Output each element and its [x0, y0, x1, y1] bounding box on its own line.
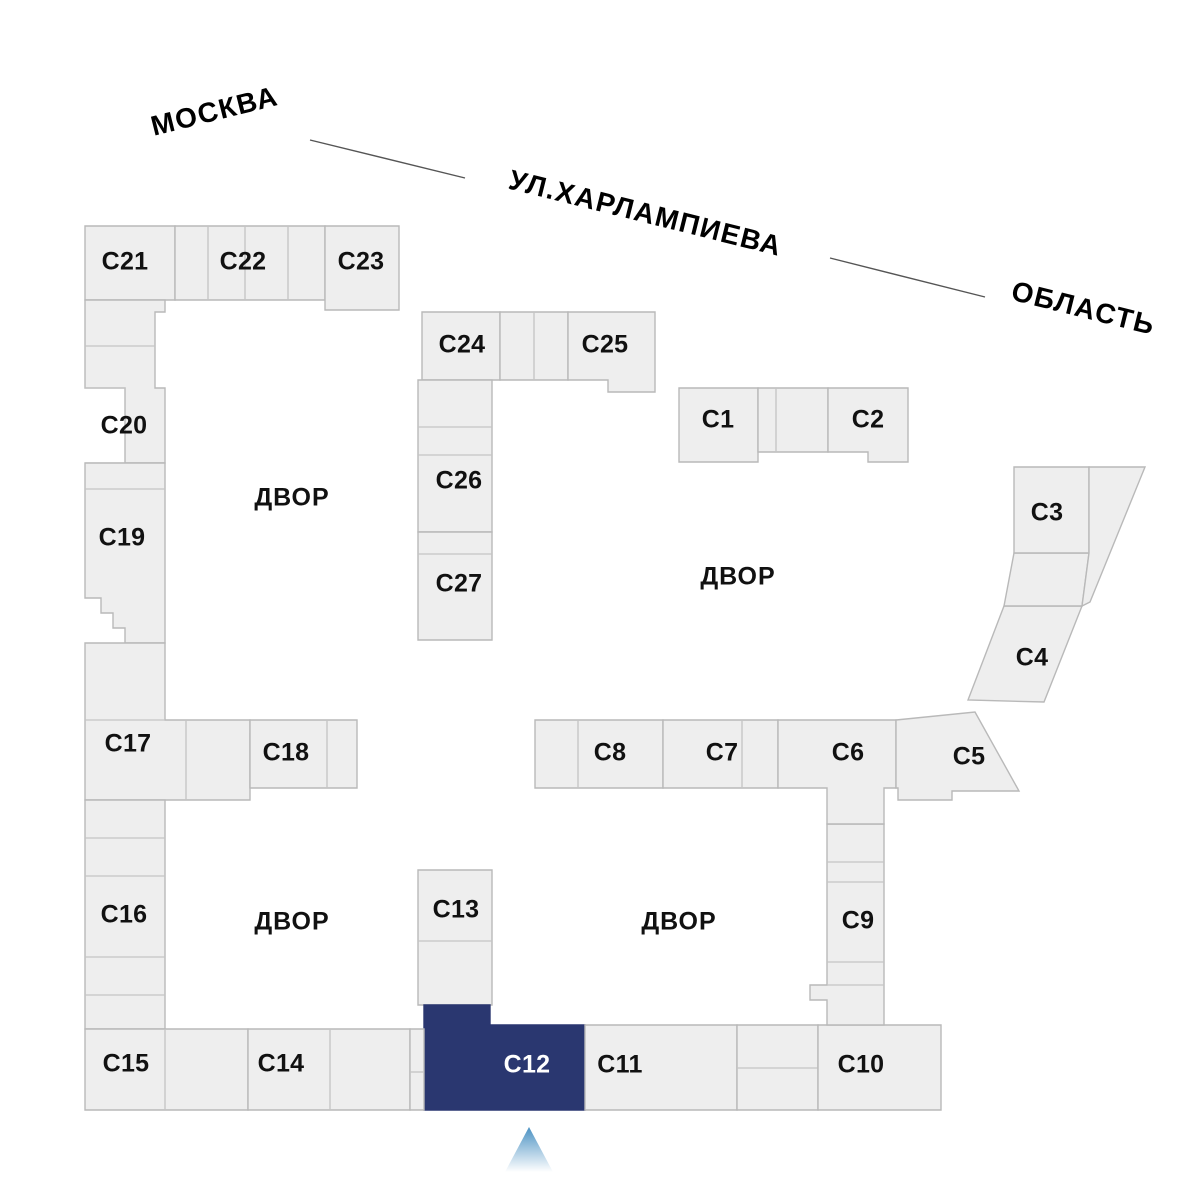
building-block-c2[interactable]: C2: [827, 387, 909, 463]
block-outline-c25[interactable]: [567, 311, 656, 393]
north-arrow-icon: [505, 1127, 553, 1172]
block-label-c13: C13: [433, 896, 480, 924]
block-label-c10: C10: [838, 1051, 885, 1079]
building-block-c12[interactable]: C12: [423, 1004, 586, 1111]
yard-labels-group: ДВОР ДВОР ДВОР ДВОР: [254, 484, 775, 936]
block-outline-c1-c2-mid[interactable]: [757, 387, 829, 453]
block-label-c27: C27: [436, 570, 483, 598]
block-outline-c2[interactable]: [827, 387, 909, 463]
block-label-c16: C16: [101, 901, 148, 929]
block-label-c22: C22: [220, 248, 267, 276]
yard-label-yard-northwest: ДВОР: [254, 484, 329, 512]
north-marker-group: [505, 1127, 553, 1172]
building-block-c8[interactable]: C8: [534, 719, 664, 789]
building-block-c9[interactable]: C9: [809, 823, 885, 1026]
building-block-c11[interactable]: C11: [584, 1024, 738, 1111]
building-block-c24[interactable]: C24: [421, 311, 501, 381]
block-label-c1: C1: [702, 406, 735, 434]
block-label-c11: C11: [597, 1051, 642, 1079]
block-outline-c3-east-wedge[interactable]: [1081, 466, 1147, 608]
block-label-c9: C9: [842, 907, 875, 935]
block-label-c2: C2: [852, 406, 885, 434]
block-label-c3: C3: [1031, 499, 1064, 527]
block-label-c5: C5: [953, 743, 986, 771]
building-block-c7[interactable]: C7: [662, 719, 779, 789]
block-outline-c13[interactable]: [417, 869, 493, 1006]
building-block-c15[interactable]: C15: [84, 1028, 249, 1111]
block-label-c26: C26: [436, 467, 483, 495]
building-block-c14[interactable]: C14: [247, 1028, 411, 1111]
building-block-c1[interactable]: C1: [678, 387, 759, 463]
building-block-c4-upper[interactable]: [1003, 552, 1090, 607]
block-label-c4: C4: [1016, 644, 1049, 672]
building-block-c27[interactable]: C27: [417, 531, 493, 641]
building-block-c3-east-wedge[interactable]: [1081, 466, 1147, 608]
street-label-moscow: МОСКВА: [148, 80, 282, 141]
block-label-c7: C7: [706, 739, 739, 767]
block-outline-c12-west-neighbor[interactable]: [409, 1028, 425, 1111]
leader-region: [829, 257, 986, 298]
block-label-c8: C8: [594, 739, 627, 767]
block-outline-c5[interactable]: [895, 711, 1021, 801]
block-label-c6: C6: [832, 739, 865, 767]
block-label-c17: C17: [105, 730, 152, 758]
block-outline-c9[interactable]: [809, 823, 885, 1026]
building-block-c26[interactable]: C26: [417, 379, 493, 533]
building-block-c25[interactable]: C25: [567, 311, 656, 393]
block-outline-c10[interactable]: [817, 1024, 942, 1111]
block-outline-c6[interactable]: [777, 719, 897, 825]
building-block-c20[interactable]: C20: [84, 299, 166, 464]
yard-label-yard-east: ДВОР: [700, 563, 775, 591]
building-block-c23[interactable]: C23: [324, 225, 400, 311]
street-label-street-name: УЛ.ХАРЛАМПИЕВА: [506, 164, 786, 262]
building-block-c21[interactable]: C21: [84, 225, 176, 301]
yard-label-yard-southwest: ДВОР: [254, 908, 329, 936]
yard-label-yard-southeast: ДВОР: [641, 908, 716, 936]
block-outline-c17[interactable]: [84, 642, 251, 801]
building-block-c12-west-neighbor[interactable]: [409, 1028, 425, 1111]
block-outline-c26[interactable]: [417, 379, 493, 533]
building-block-c3[interactable]: C3: [1013, 466, 1090, 554]
block-label-c23: C23: [338, 248, 385, 276]
building-block-c13[interactable]: C13: [417, 869, 493, 1006]
block-label-c14: C14: [258, 1050, 305, 1078]
block-outline-c18[interactable]: [249, 719, 358, 789]
building-block-c24-c25-mid[interactable]: [499, 311, 569, 381]
building-block-c19[interactable]: C19: [84, 462, 166, 644]
block-outline-c19[interactable]: [84, 462, 166, 644]
street-label-region: ОБЛАСТЬ: [1008, 275, 1158, 341]
block-outline-c27[interactable]: [417, 531, 493, 641]
block-label-c18: C18: [263, 739, 310, 767]
building-block-c5[interactable]: C5: [895, 711, 1021, 801]
block-label-c12: C12: [504, 1051, 551, 1079]
block-label-c24: C24: [439, 331, 486, 359]
building-block-c6[interactable]: C6: [777, 719, 897, 825]
leader-lines-group: [309, 139, 986, 298]
block-outline-c23[interactable]: [324, 225, 400, 311]
block-label-c15: C15: [103, 1050, 150, 1078]
building-block-c4[interactable]: C4: [966, 605, 1084, 703]
building-block-c16[interactable]: C16: [84, 799, 166, 1030]
block-outline-c4-upper[interactable]: [1003, 552, 1090, 607]
building-block-c22[interactable]: C22: [174, 225, 326, 301]
block-label-c20: C20: [101, 412, 148, 440]
building-block-c10[interactable]: C10: [817, 1024, 942, 1111]
block-label-c19: C19: [99, 524, 146, 552]
block-label-c25: C25: [582, 331, 629, 359]
building-block-c1-c2-mid[interactable]: [757, 387, 829, 453]
building-block-c11-east-neighbor[interactable]: [736, 1024, 819, 1111]
block-label-c21: C21: [102, 248, 149, 276]
building-block-c17[interactable]: C17: [84, 642, 251, 801]
street-labels-group: МОСКВА УЛ.ХАРЛАМПИЕВА ОБЛАСТЬ: [148, 80, 1159, 341]
leader-moscow: [309, 139, 466, 179]
block-outline-c1[interactable]: [678, 387, 759, 463]
building-block-c18[interactable]: C18: [249, 719, 358, 789]
